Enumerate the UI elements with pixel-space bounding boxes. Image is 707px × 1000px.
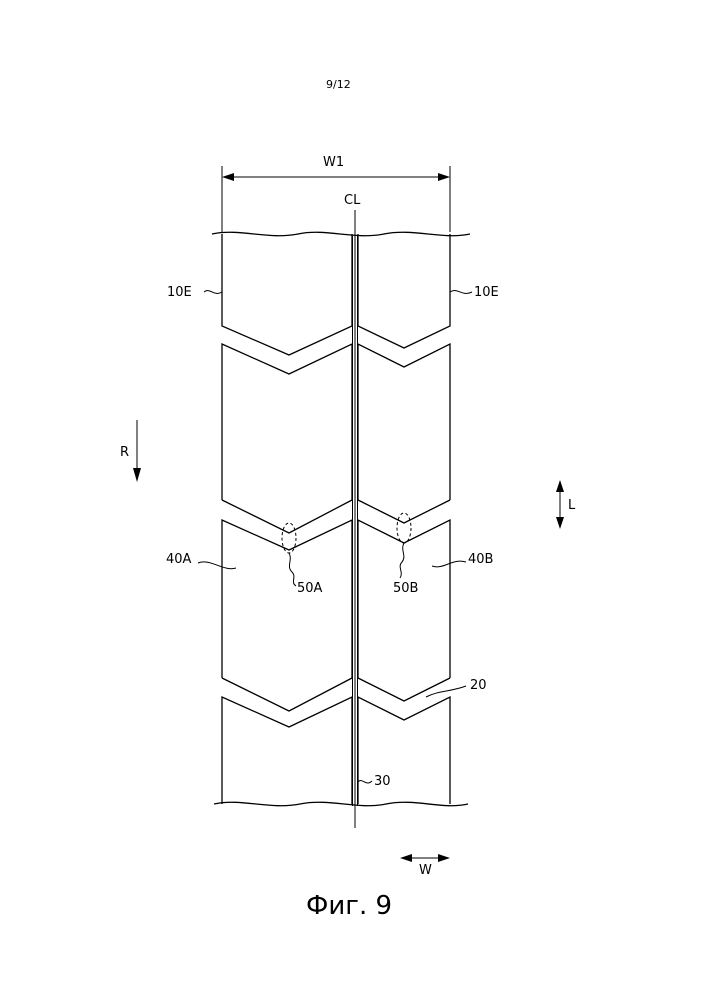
label-l: L: [568, 499, 575, 512]
label-10e-left: 10E: [167, 286, 192, 299]
leader-50b: [400, 543, 404, 578]
leader-10e-left: [204, 291, 222, 294]
longitudinal-arrow: [556, 480, 564, 529]
tread-block-second: [222, 344, 450, 533]
rotation-arrow: [133, 420, 141, 482]
tread-block-40: [222, 520, 450, 711]
leader-50a: [289, 553, 296, 586]
page-number: 9/12: [326, 79, 351, 90]
leader-40a: [198, 562, 236, 569]
label-40a: 40A: [166, 553, 191, 566]
tread-block-bottom: [222, 697, 450, 804]
leader-10e-right: [450, 291, 472, 294]
label-w: W: [419, 864, 432, 877]
zone-50a-outline: [282, 523, 296, 553]
label-50b: 50B: [393, 582, 418, 595]
label-w1: W1: [323, 156, 344, 169]
label-20: 20: [470, 679, 487, 692]
label-10e-right: 10E: [474, 286, 499, 299]
figure-caption: Фиг. 9: [306, 893, 392, 919]
tread-block-top: [222, 234, 450, 355]
leader-30: [358, 781, 372, 783]
label-50a: 50A: [297, 582, 322, 595]
label-r: R: [120, 446, 129, 459]
w1-dimension: [222, 166, 450, 232]
label-40b: 40B: [468, 553, 493, 566]
leader-40b: [432, 561, 466, 567]
label-cl: CL: [344, 194, 360, 207]
transverse-arrow: [400, 854, 450, 862]
bottom-break-line: [214, 802, 468, 805]
label-30: 30: [374, 775, 391, 788]
top-break-line: [212, 232, 470, 235]
zone-50b-outline: [397, 513, 411, 543]
